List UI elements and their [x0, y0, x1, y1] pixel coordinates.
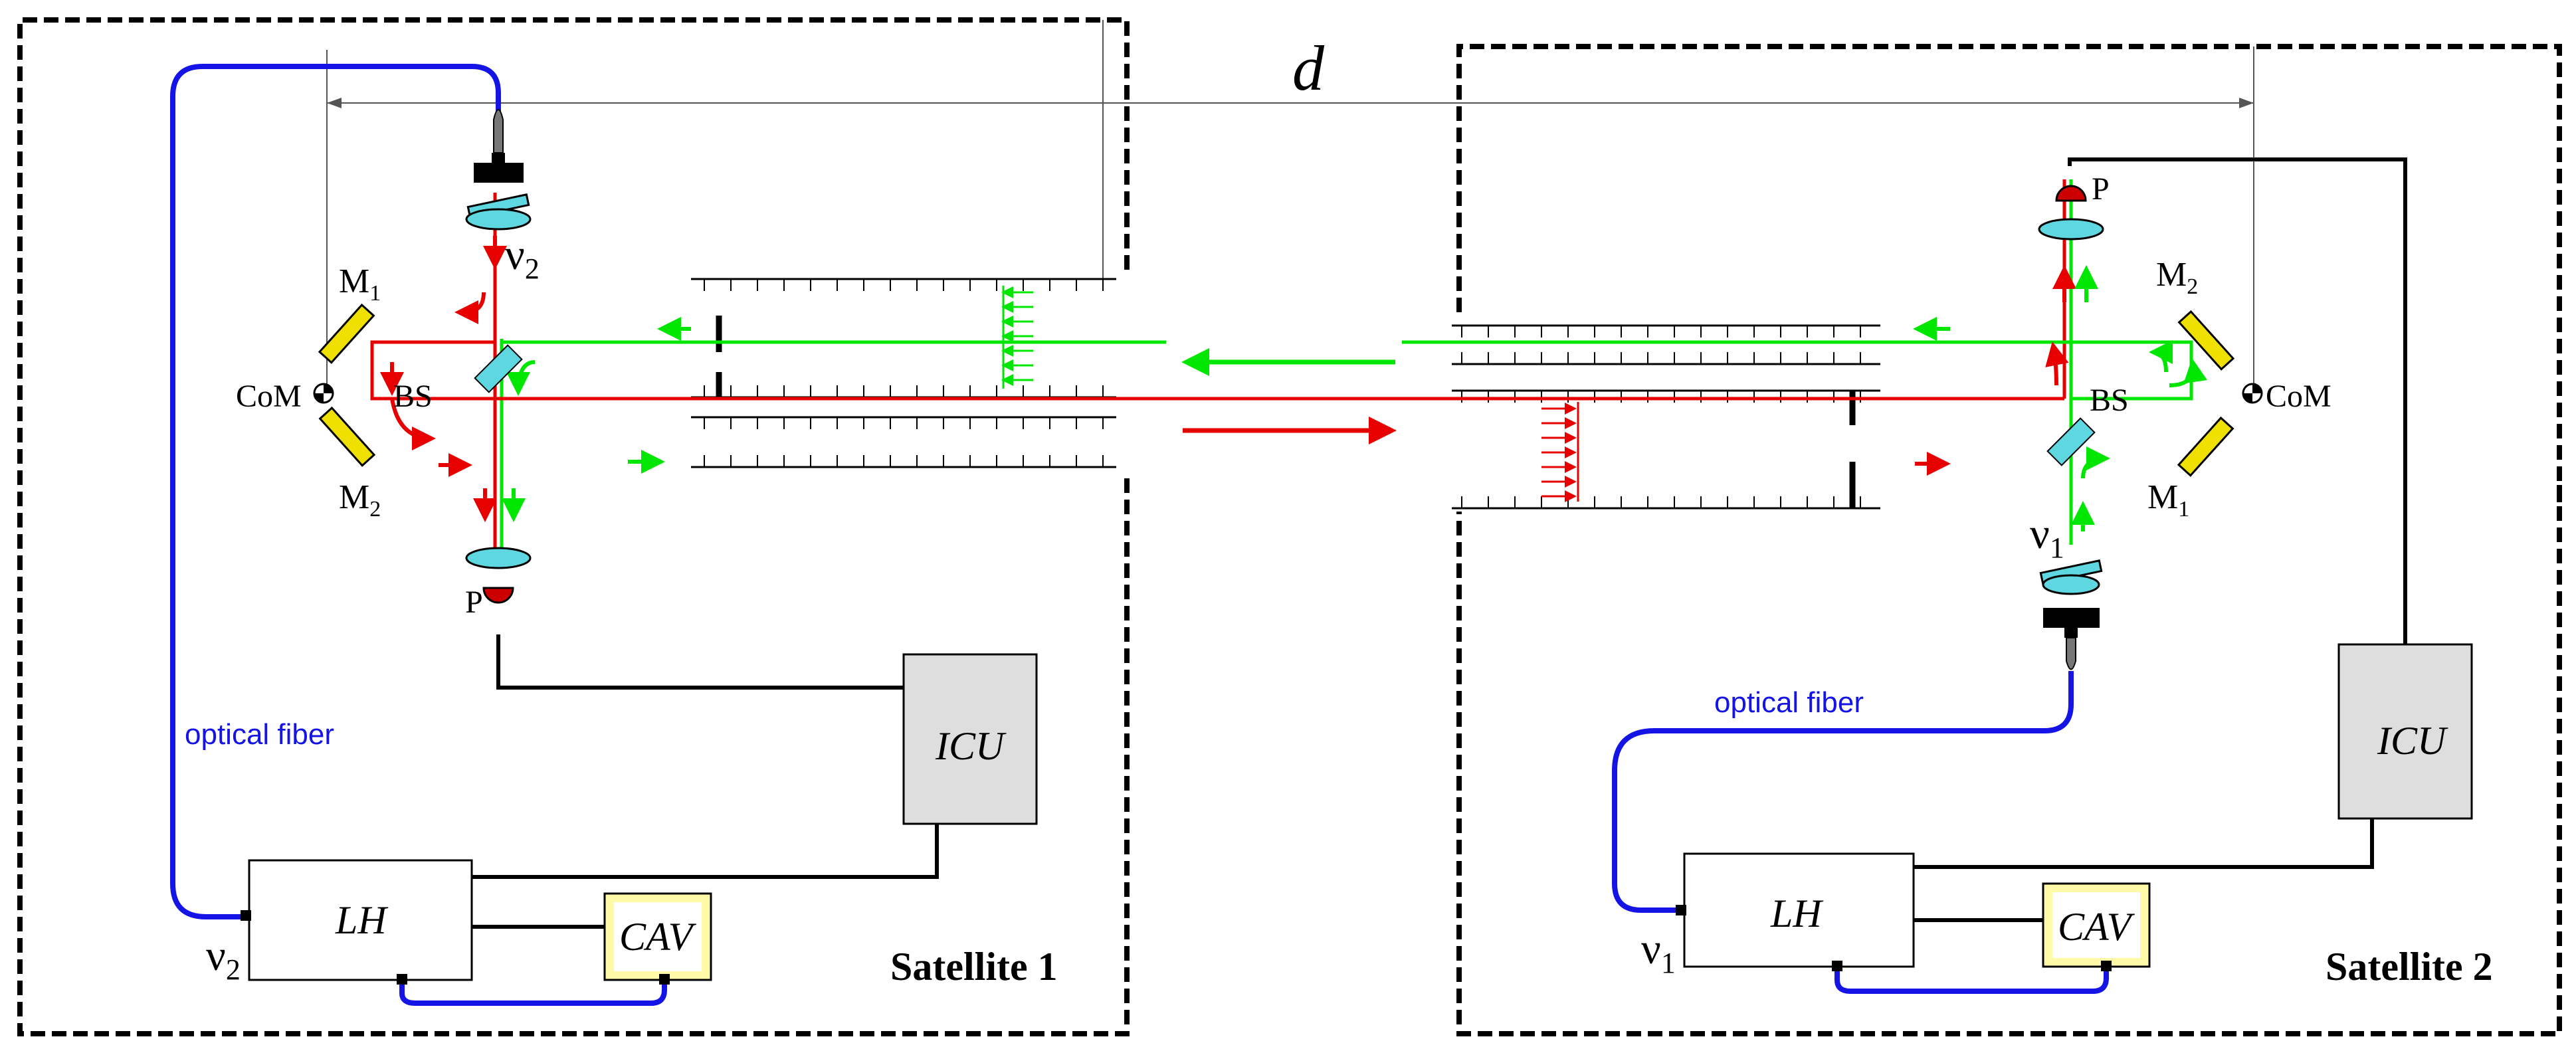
optical-fiber-1 — [170, 64, 501, 919]
mirror-m1-sat2 — [2177, 416, 2234, 477]
beams-satellite-2 — [1402, 179, 2208, 545]
mirror-label-m1-sat1: M1 — [339, 262, 381, 306]
lens-2-bottom — [2042, 574, 2100, 595]
bs-label-2: BS — [2090, 383, 2129, 418]
cavity-label-2: CAV — [2058, 905, 2135, 949]
frequency-label-beam-sat1: ν2 — [505, 231, 540, 285]
lens-2-top — [2038, 218, 2104, 240]
telescope-1 — [691, 278, 1116, 468]
cavity-label-1: CAV — [619, 915, 697, 959]
distance-label: d — [1292, 33, 1325, 104]
fiber-label-1: optical fiber — [185, 718, 334, 751]
photodetector-1 — [482, 587, 514, 604]
connectors — [241, 905, 2112, 985]
laser-head-box-2 — [1683, 852, 1915, 968]
photodetector-label-2: P — [2092, 171, 2110, 207]
icu-box-2 — [2337, 643, 2473, 820]
laser-head-label-2: LH — [1770, 892, 1824, 935]
photodetector-2 — [2055, 185, 2087, 202]
com-symbol-1 — [313, 383, 334, 404]
frequency-label-laser-sat1: ν2 — [206, 931, 241, 986]
mirror-label-m2-sat2: M2 — [2156, 256, 2198, 299]
cav-fiber-2 — [1834, 967, 2109, 994]
mirror-m2-sat1 — [318, 406, 376, 467]
com-label-1: CoM — [236, 379, 302, 414]
beam-splitter-1 — [474, 344, 523, 393]
cavity-box-1 — [603, 892, 712, 981]
satellite-1-boundary — [17, 17, 1130, 1036]
satellite-2-boundary — [1456, 44, 2562, 1036]
mirror-label-m1-sat2: M1 — [2147, 478, 2189, 522]
icu-label-2: ICU — [2377, 719, 2448, 763]
fiber-label-2: optical fiber — [1714, 686, 1864, 719]
cav-fiber-1 — [399, 980, 667, 1006]
fiber-coupler-1 — [474, 109, 524, 183]
optical-fiber-2 — [1612, 671, 2074, 913]
icu-box-1 — [902, 653, 1038, 825]
frequency-label-laser-sat2: ν1 — [1641, 925, 1676, 979]
satellite-1-label: Satellite 1 — [890, 945, 1058, 989]
beam-splitter-2 — [2046, 417, 2096, 466]
distance-dimension — [326, 20, 2254, 392]
icu-label-1: ICU — [935, 724, 1007, 768]
mirror-m2-sat2 — [2177, 310, 2235, 371]
fiber-coupler-2 — [2043, 608, 2100, 670]
laser-head-label-1: LH — [335, 898, 389, 942]
telescope-2 — [1452, 324, 1880, 510]
lens-1-top — [465, 208, 532, 231]
mirror-label-m2-sat1: M2 — [339, 478, 381, 522]
mirror-m1-sat1 — [318, 303, 375, 364]
satellite-2-label: Satellite 2 — [2326, 945, 2493, 989]
laser-head-box-1 — [248, 859, 473, 981]
wiring — [472, 157, 2407, 929]
cavity-box-2 — [2042, 882, 2151, 968]
lens-1-bottom — [465, 547, 532, 569]
com-label-2: CoM — [2266, 379, 2331, 414]
beams-satellite-1 — [370, 193, 1412, 558]
photodetector-label-1: P — [465, 585, 483, 620]
bs-label-1: BS — [393, 379, 433, 414]
frequency-label-beam-sat2: ν1 — [2030, 510, 2064, 564]
com-symbol-2 — [2242, 383, 2263, 404]
